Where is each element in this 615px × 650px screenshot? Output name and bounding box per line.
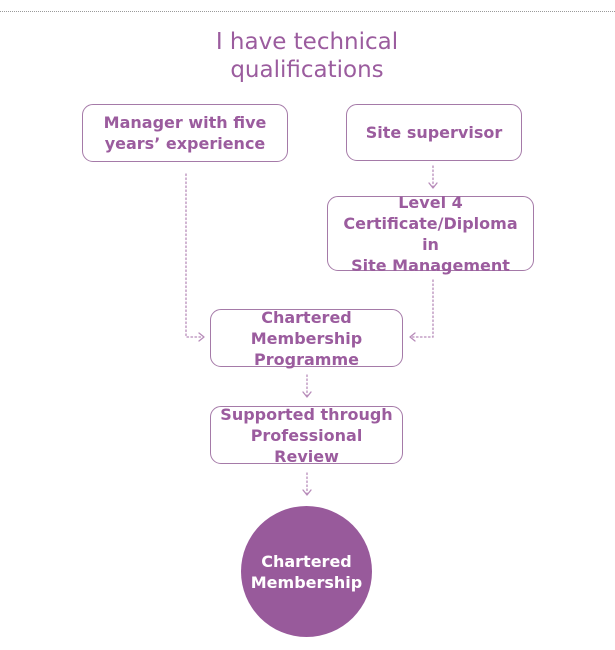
connector-manager-to-programme [185,173,204,338]
arrowhead-review [302,489,312,496]
diagram-title: I have technical qualifications [215,29,399,83]
manager-experience-box: Manager with five years’ experience [82,104,288,162]
connector-level4-to-programme [410,279,434,338]
chartered-programme-box: Chartered Membership Programme [210,308,403,369]
site-supervisor-box: Site supervisor [346,104,522,161]
level4-certificate-box: Level 4 Certificate/Diploma in Site Mana… [327,193,534,275]
arrowhead-programme [302,391,312,398]
chartered-membership-circle: Chartered Membership [241,506,372,637]
arrowhead-site [428,182,438,189]
professional-review-box: Supported through Professional Review [210,405,403,466]
arrowhead-manager [198,332,205,342]
arrowhead-level4 [409,332,416,342]
top-dotted-rule [0,11,615,12]
